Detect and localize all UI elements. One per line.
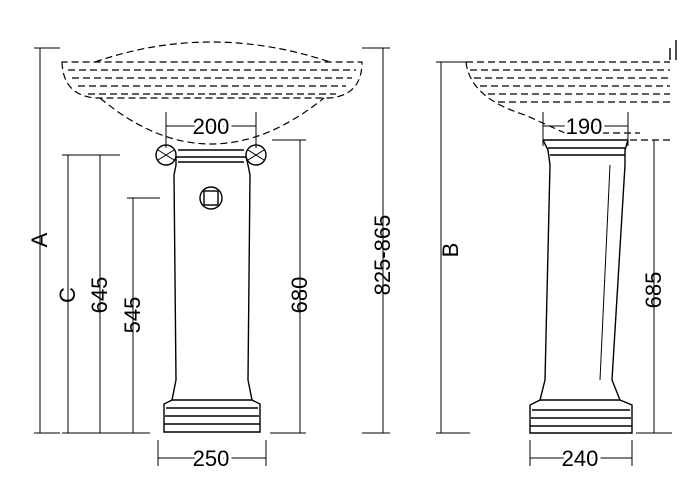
label-200: 200 xyxy=(193,114,230,139)
label-240: 240 xyxy=(562,446,599,471)
front-basin xyxy=(61,41,363,145)
label-a: A xyxy=(27,232,52,247)
side-pedestal xyxy=(529,139,633,434)
label-b: B xyxy=(438,243,463,258)
wall-line xyxy=(669,40,677,60)
front-pedestal xyxy=(155,144,267,433)
label-190: 190 xyxy=(566,114,603,139)
label-680: 680 xyxy=(287,277,312,314)
side-view: B 685 190 240 xyxy=(436,40,677,474)
label-645: 645 xyxy=(87,277,112,314)
label-250: 250 xyxy=(193,446,230,471)
label-545: 545 xyxy=(120,297,145,334)
front-dimensions-right xyxy=(270,47,390,434)
front-width-dimensions xyxy=(157,112,267,466)
label-c: C xyxy=(55,287,80,303)
front-view: A C 645 545 680 825-865 200 250 xyxy=(27,41,395,474)
side-dimensions xyxy=(436,61,672,466)
front-dimensions-left xyxy=(34,47,160,434)
label-825-865: 825-865 xyxy=(370,215,395,296)
label-685: 685 xyxy=(641,272,666,309)
side-basin xyxy=(465,61,670,134)
